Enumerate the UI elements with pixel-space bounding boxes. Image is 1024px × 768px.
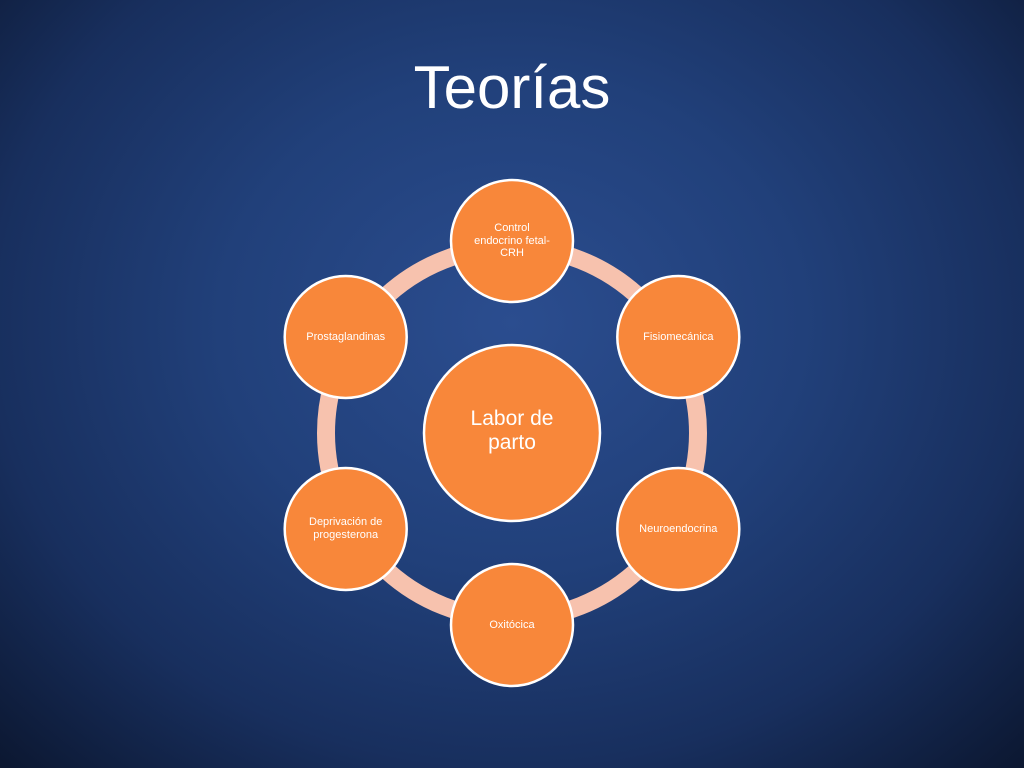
node-label-line: Oxitócica [489, 618, 535, 631]
node-label-prostaglandinas: Prostaglandinas [296, 307, 396, 367]
node-fisiomecanica [616, 274, 741, 400]
node-label-oxitocica: Oxitócica [462, 595, 562, 655]
node-prostaglandinas [283, 274, 408, 400]
center-label-line: parto [488, 431, 536, 454]
node-label-fisiomecanica: Fisiomecánica [628, 307, 728, 367]
node-label-line: CRH [500, 247, 524, 260]
node-neuroendocrina [616, 466, 741, 592]
center-label-line: Labor de [470, 406, 554, 430]
node-label-line: endocrino fetal- [474, 234, 550, 247]
node-label-line: progesterona [313, 529, 379, 541]
node-oxitocica [449, 562, 575, 688]
node-deprivacion [283, 466, 408, 592]
node-label-line: Neuroendocrina [639, 522, 718, 535]
node-label-line: Deprivación de [309, 516, 383, 529]
node-label-line: Fisiomecánica [643, 330, 714, 343]
slide-title: Teorías [413, 54, 611, 121]
node-label-line: Prostaglandinas [306, 330, 386, 343]
node-control [449, 178, 575, 304]
node-label-line: Control [494, 222, 530, 235]
center-node [422, 343, 602, 523]
node-label-neuroendocrina: Neuroendocrina [628, 499, 728, 559]
